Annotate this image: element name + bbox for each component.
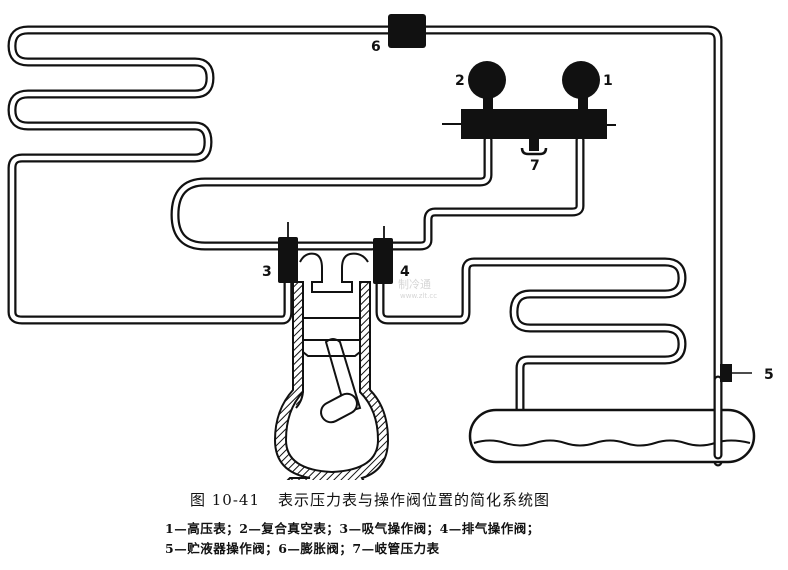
evaporator-coil bbox=[7, 25, 397, 325]
label-suction-valve: 3 bbox=[262, 264, 272, 280]
manifold-gauge-set[interactable] bbox=[442, 61, 616, 156]
compressor-head-passage bbox=[293, 241, 377, 293]
figure-legend-line-2: 5—贮液器操作阀；6—膨胀阀；7—岐管压力表 bbox=[165, 541, 440, 556]
refrigeration-system-diagram: 5 6 2 1 7 3 4 bbox=[7, 14, 774, 480]
discharge-valve[interactable] bbox=[373, 226, 393, 284]
expansion-valve[interactable] bbox=[388, 14, 426, 48]
label-high-pressure-gauge: 1 bbox=[603, 73, 613, 89]
suction-hose bbox=[170, 135, 493, 251]
figure-number: 图 10-41 bbox=[190, 491, 261, 509]
watermark-text: 制冷通 bbox=[398, 278, 431, 291]
liquid-line bbox=[420, 25, 723, 467]
label-receiver-valve: 5 bbox=[764, 367, 774, 383]
receiver-valve[interactable] bbox=[720, 364, 752, 382]
receiver-tank bbox=[468, 375, 756, 464]
condenser-coil bbox=[375, 257, 687, 415]
figure-title: 表示压力表与操作阀位置的简化系统图 bbox=[278, 491, 551, 509]
high-pressure-gauge[interactable] bbox=[562, 61, 600, 99]
manifold-center-port bbox=[520, 147, 548, 156]
label-expansion-valve: 6 bbox=[371, 39, 381, 55]
label-manifold-gauge: 7 bbox=[530, 158, 540, 174]
figure-caption: 图 10-41 表示压力表与操作阀位置的简化系统图 bbox=[190, 489, 788, 510]
figure-legend-line-1: 1—高压表；2—复合真空表；3—吸气操作阀；4—排气操作阀； bbox=[165, 521, 540, 536]
watermark-url: www.zlt.cc bbox=[400, 292, 438, 300]
watermark: 制冷通 www.zlt.cc bbox=[398, 276, 437, 300]
suction-valve[interactable] bbox=[278, 222, 298, 283]
compressor bbox=[273, 281, 390, 480]
discharge-hose bbox=[387, 135, 585, 251]
label-discharge-valve: 4 bbox=[400, 264, 410, 280]
label-compound-gauge: 2 bbox=[455, 73, 465, 89]
compound-gauge[interactable] bbox=[468, 61, 506, 99]
